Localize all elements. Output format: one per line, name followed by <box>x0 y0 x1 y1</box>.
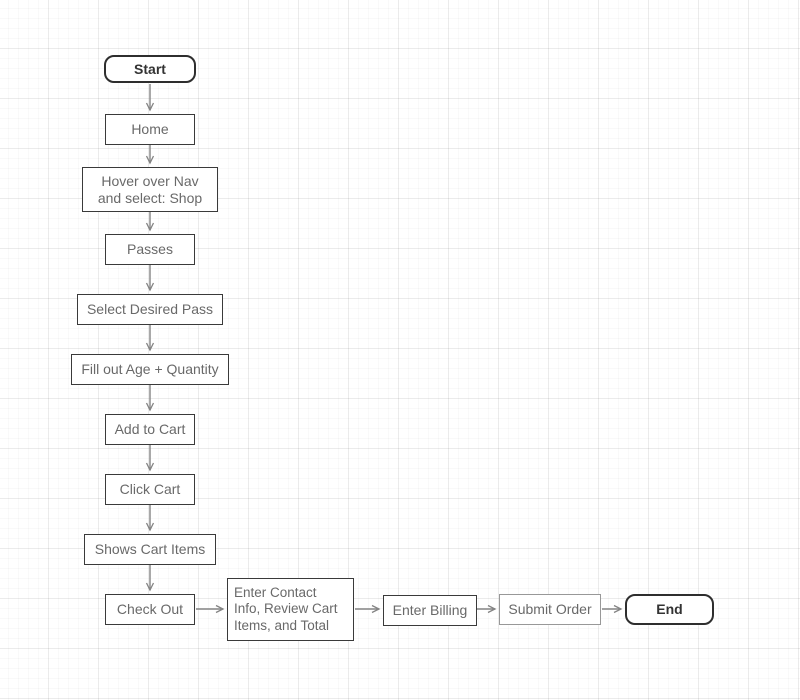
node-start[interactable]: Start <box>104 55 196 83</box>
node-shows-cart-items[interactable]: Shows Cart Items <box>84 534 216 565</box>
node-click-cart[interactable]: Click Cart <box>105 474 195 505</box>
node-select-desired-pass[interactable]: Select Desired Pass <box>77 294 223 325</box>
node-enter-contact[interactable]: Enter Contact Info, Review Cart Items, a… <box>227 578 354 641</box>
node-hover-nav-shop[interactable]: Hover over Nav and select: Shop <box>82 167 218 212</box>
node-enter-billing[interactable]: Enter Billing <box>383 595 477 626</box>
node-end[interactable]: End <box>625 594 714 625</box>
node-home[interactable]: Home <box>105 114 195 145</box>
node-fill-age-quantity[interactable]: Fill out Age + Quantity <box>71 354 229 385</box>
node-add-to-cart[interactable]: Add to Cart <box>105 414 195 445</box>
node-submit-order[interactable]: Submit Order <box>499 594 601 625</box>
node-check-out[interactable]: Check Out <box>105 594 195 625</box>
node-passes[interactable]: Passes <box>105 234 195 265</box>
